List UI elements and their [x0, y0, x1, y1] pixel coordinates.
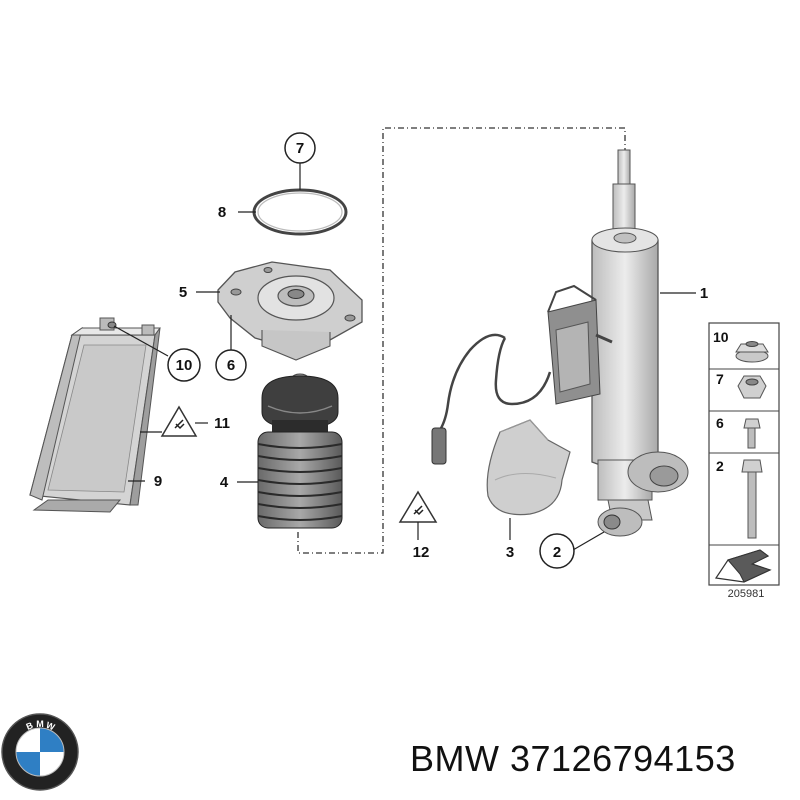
- callout-4[interactable]: 4: [220, 474, 229, 491]
- svg-text:2: 2: [553, 544, 561, 561]
- callout-11[interactable]: 11: [214, 415, 230, 432]
- legend-row-6[interactable]: 6: [716, 415, 761, 449]
- direction-arrow-icon: [714, 549, 772, 583]
- svg-text:10: 10: [176, 357, 193, 374]
- callout-1[interactable]: 1: [700, 285, 708, 302]
- svg-text:B: B: [25, 720, 35, 732]
- hex-nut-icon: [737, 375, 767, 399]
- part-protective-cap[interactable]: [486, 419, 571, 516]
- svg-text:1: 1: [700, 285, 708, 302]
- svg-text:3: 3: [506, 544, 514, 561]
- callout-6[interactable]: 6: [215, 349, 247, 381]
- legend-row-2[interactable]: 2: [716, 458, 763, 539]
- svg-text:6: 6: [227, 357, 235, 374]
- svg-text:7: 7: [716, 371, 724, 387]
- callout-8[interactable]: 8: [218, 204, 226, 221]
- svg-text:W: W: [45, 720, 57, 733]
- svg-text:5: 5: [179, 284, 187, 301]
- part-number: 37126794153: [510, 738, 736, 779]
- svg-text:6: 6: [716, 415, 724, 431]
- flange-bolt-icon: [743, 418, 761, 449]
- footer-part-label: BMW 37126794153: [410, 738, 736, 780]
- svg-text:9: 9: [154, 473, 162, 490]
- callout-10[interactable]: 10: [167, 348, 201, 382]
- warning-triangle-11-icon: [160, 405, 198, 437]
- flange-nut-icon: [735, 341, 769, 363]
- bmw-logo: B M W: [1, 713, 79, 791]
- leader-lines: [113, 163, 696, 551]
- callout-5[interactable]: 5: [179, 284, 187, 301]
- svg-text:7: 7: [296, 140, 304, 157]
- callout-2[interactable]: 2: [539, 533, 575, 569]
- svg-text:10: 10: [713, 329, 729, 345]
- legend-row-7[interactable]: 7: [716, 371, 767, 399]
- part-control-unit[interactable]: [29, 317, 161, 513]
- svg-text:M: M: [36, 719, 44, 729]
- part-shock-absorber[interactable]: [431, 149, 689, 537]
- part-strut-mount[interactable]: [217, 261, 363, 361]
- brand-name: BMW: [410, 738, 500, 779]
- svg-text:8: 8: [218, 204, 226, 221]
- warning-triangle-12-icon: [398, 490, 438, 523]
- callout-12[interactable]: 12: [413, 544, 430, 561]
- parts-legend: 10 7 6 2: [708, 322, 780, 600]
- svg-text:11: 11: [214, 415, 230, 432]
- svg-text:12: 12: [413, 544, 430, 561]
- svg-text:4: 4: [220, 474, 229, 491]
- callout-7[interactable]: 7: [284, 132, 316, 164]
- callout-9[interactable]: 9: [154, 473, 162, 490]
- part-bump-stop-boot[interactable]: [257, 373, 343, 529]
- long-bolt-icon: [741, 459, 763, 539]
- legend-row-10[interactable]: 10: [713, 329, 769, 363]
- part-o-ring[interactable]: [252, 188, 348, 236]
- diagram-reference-number: 205981: [728, 588, 765, 600]
- assembly-bracket-line: [297, 127, 626, 554]
- svg-text:2: 2: [716, 458, 724, 474]
- callout-3[interactable]: 3: [506, 544, 514, 561]
